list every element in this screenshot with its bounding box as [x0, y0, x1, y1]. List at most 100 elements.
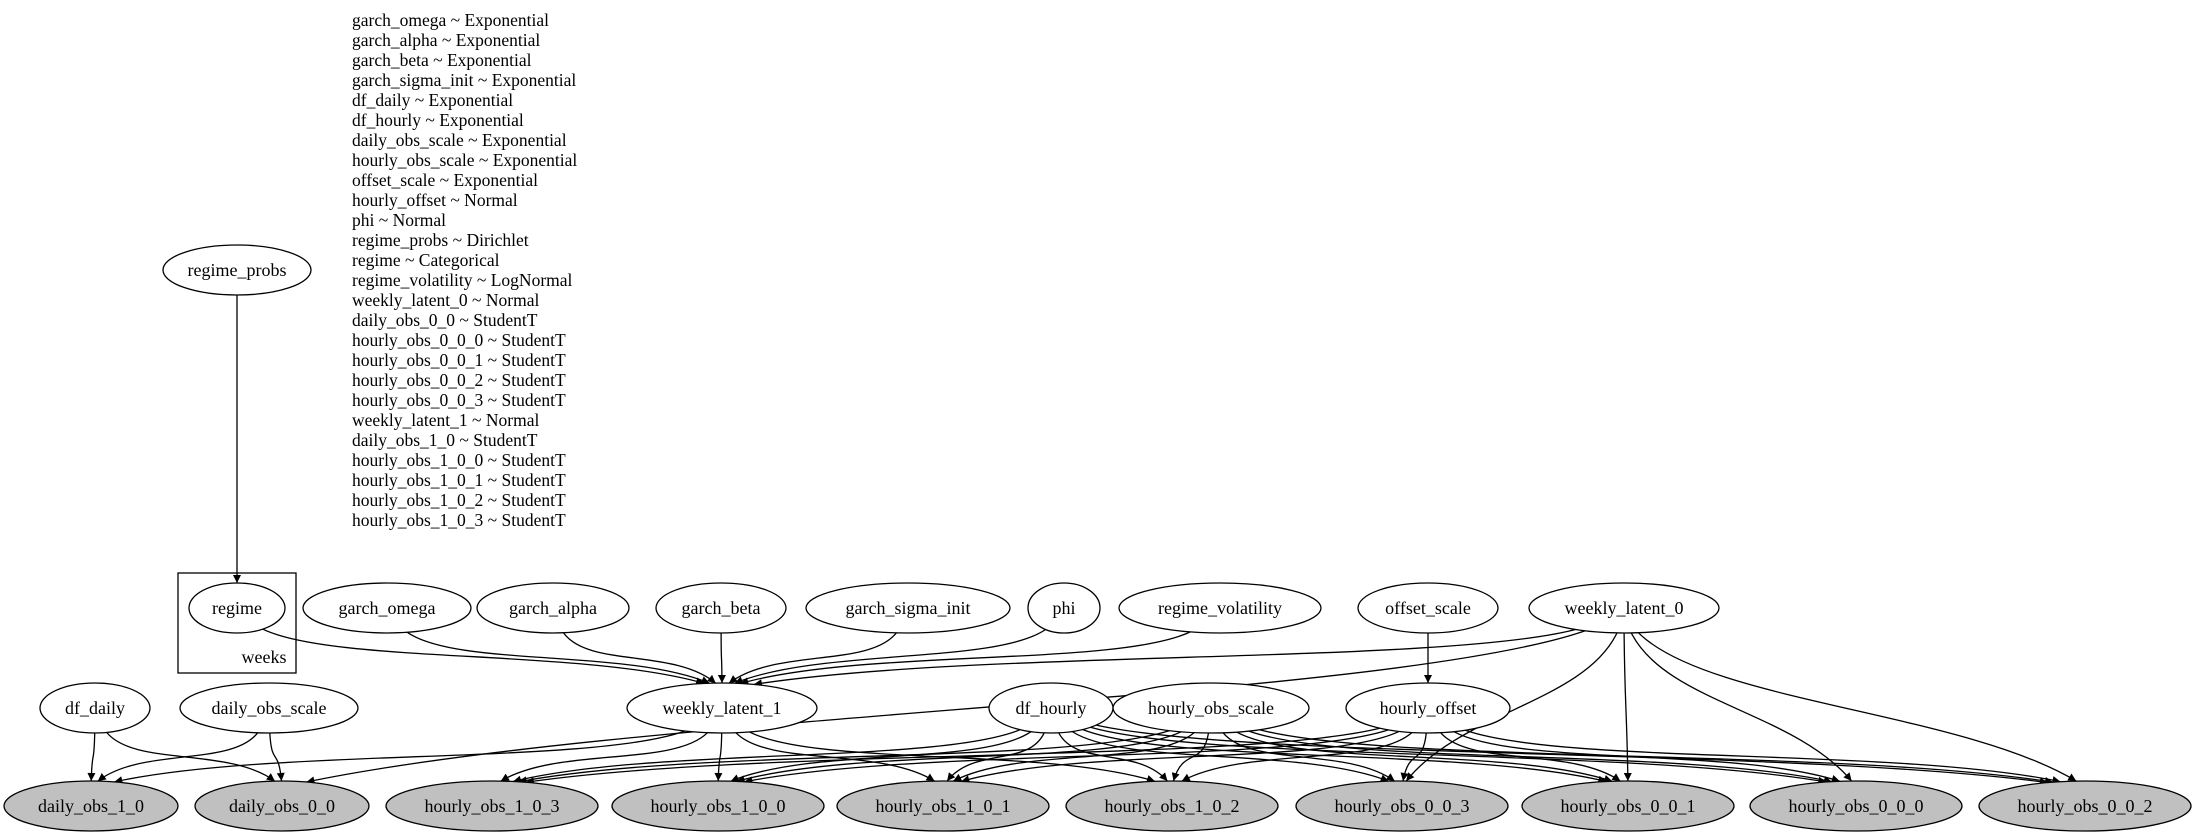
spec-line: garch_beta ~ Exponential	[352, 50, 532, 70]
node-label: df_daily	[65, 698, 125, 718]
edge-regime-to-weekly_latent_1	[262, 628, 705, 686]
latent-node-ellipse	[162, 244, 312, 296]
latent-node-ellipse	[805, 582, 1011, 634]
edge-hourly_obs_scale-to-hourly_obs_1_0_3	[518, 729, 1170, 785]
spec-line: hourly_offset ~ Normal	[352, 190, 518, 210]
edge-hourly_offset-to-hourly_obs_0_0_2	[1465, 729, 2061, 784]
spec-line: daily_obs_1_0 ~ StudentT	[352, 430, 538, 450]
spec-line: hourly_obs_0_0_1 ~ StudentT	[352, 350, 566, 370]
node-garch_sigma_init: garch_sigma_init	[805, 582, 1011, 634]
node-label: hourly_obs_1_0_1	[876, 796, 1011, 816]
edge-weekly_latent_0-to-hourly_obs_0_0_1	[1623, 632, 1632, 782]
observed-node-ellipse	[611, 780, 825, 832]
node-label: regime_probs	[188, 260, 287, 280]
node-label: regime_volatility	[1158, 598, 1282, 618]
observed-node-ellipse	[1065, 780, 1279, 832]
latent-node-ellipse	[188, 582, 286, 634]
node-regime_volatility: regime_volatility	[1118, 582, 1322, 634]
edge-weekly_latent_0-to-weekly_latent_1	[753, 628, 1576, 688]
spec-line: hourly_obs_1_0_2 ~ StudentT	[352, 490, 566, 510]
node-label: hourly_obs_1_0_3	[425, 796, 560, 816]
edge-df_hourly-to-hourly_obs_0_0_3	[1071, 730, 1389, 783]
node-label: hourly_obs_1_0_2	[1105, 796, 1240, 816]
node-hourly_obs_0_0_3: hourly_obs_0_0_3	[1295, 780, 1509, 832]
spec-line: regime_volatility ~ LogNormal	[352, 270, 573, 290]
node-hourly_obs_0_0_1: hourly_obs_0_0_1	[1521, 780, 1735, 832]
node-regime_probs: regime_probs	[162, 244, 312, 296]
node-label: daily_obs_0_0	[229, 796, 335, 816]
node-label: hourly_obs_scale	[1148, 698, 1274, 718]
latent-node-ellipse	[476, 582, 630, 634]
spec-line: hourly_obs_scale ~ Exponential	[352, 150, 577, 170]
spec-line: regime ~ Categorical	[352, 250, 500, 270]
latent-node-ellipse	[626, 682, 818, 734]
latent-node-ellipse	[302, 582, 472, 634]
edge-garch_beta-to-weekly_latent_1	[717, 632, 726, 684]
edge-regime_volatility-to-weekly_latent_1	[740, 631, 1191, 686]
spec-line: garch_sigma_init ~ Exponential	[352, 70, 576, 90]
latent-node-ellipse	[1528, 582, 1720, 634]
node-phi: phi	[1027, 582, 1101, 634]
node-df_hourly: df_hourly	[988, 682, 1114, 734]
node-daily_obs_0_0: daily_obs_0_0	[194, 780, 370, 832]
node-hourly_obs_0_0_0: hourly_obs_0_0_0	[1749, 780, 1963, 832]
spec-line: weekly_latent_0 ~ Normal	[352, 290, 539, 310]
node-label: garch_omega	[339, 598, 436, 618]
spec-line: regime_probs ~ Dirichlet	[352, 230, 529, 250]
edge-df_hourly-to-hourly_obs_1_0_3	[512, 729, 1021, 784]
edge-df_hourly-to-hourly_obs_1_0_0	[730, 731, 1032, 782]
spec-line: df_daily ~ Exponential	[352, 90, 513, 110]
node-label: regime	[212, 598, 262, 618]
node-garch_alpha: garch_alpha	[476, 582, 630, 634]
node-daily_obs_scale: daily_obs_scale	[179, 682, 359, 734]
node-label: garch_beta	[682, 598, 761, 618]
observed-node-ellipse	[836, 780, 1050, 832]
node-hourly_obs_scale: hourly_obs_scale	[1112, 682, 1310, 734]
plate-label: weeks	[242, 647, 287, 667]
edge-hourly_obs_scale-to-hourly_obs_0_0_1	[1236, 731, 1613, 783]
node-hourly_obs_1_0_3: hourly_obs_1_0_3	[385, 780, 599, 832]
edge-weekly_latent_0-to-hourly_obs_0_0_2	[1637, 632, 2077, 782]
node-hourly_obs_0_0_2: hourly_obs_0_0_2	[1978, 780, 2192, 832]
observed-node-ellipse	[194, 780, 370, 832]
latent-node-ellipse	[1027, 582, 1101, 634]
node-regime: regime	[188, 582, 286, 634]
node-label: daily_obs_1_0	[38, 796, 144, 816]
edge-df_daily-to-daily_obs_1_0	[87, 732, 96, 782]
edge-hourly_obs_scale-to-hourly_obs_1_0_1	[952, 732, 1195, 782]
spec-line: hourly_obs_1_0_1 ~ StudentT	[352, 470, 566, 490]
node-garch_beta: garch_beta	[655, 582, 787, 634]
edge-garch_alpha-to-weekly_latent_1	[562, 632, 717, 684]
edge-garch_sigma_init-to-weekly_latent_1	[728, 632, 897, 684]
edge-df_hourly-to-hourly_obs_1_0_2	[1058, 732, 1168, 782]
node-label: weekly_latent_1	[663, 698, 782, 718]
latent-node-ellipse	[39, 682, 151, 734]
node-label: df_hourly	[1016, 698, 1087, 718]
observed-node-ellipse	[1521, 780, 1735, 832]
node-hourly_obs_1_0_1: hourly_obs_1_0_1	[836, 780, 1050, 832]
node-label: hourly_obs_0_0_1	[1561, 796, 1696, 816]
latent-node-ellipse	[1345, 682, 1511, 734]
spec-line: weekly_latent_1 ~ Normal	[352, 410, 539, 430]
node-label: hourly_obs_0_0_0	[1789, 796, 1924, 816]
edge-weekly_latent_0-to-hourly_obs_0_0_0	[1630, 632, 1853, 782]
edge-daily_obs_scale-to-daily_obs_0_0	[269, 732, 285, 782]
node-weekly_latent_1: weekly_latent_1	[626, 682, 818, 734]
spec-line: hourly_obs_1_0_3 ~ StudentT	[352, 510, 566, 530]
edge-hourly_offset-to-hourly_obs_0_0_3	[1400, 732, 1427, 782]
edge-weekly_latent_1-to-hourly_obs_1_0_0	[714, 732, 723, 782]
spec-line: hourly_obs_0_0_2 ~ StudentT	[352, 370, 566, 390]
node-label: hourly_obs_0_0_3	[1335, 796, 1470, 816]
observed-node-ellipse	[1749, 780, 1963, 832]
latent-node-ellipse	[1118, 582, 1322, 634]
node-label: phi	[1052, 598, 1075, 618]
node-offset_scale: offset_scale	[1357, 582, 1499, 634]
node-garch_omega: garch_omega	[302, 582, 472, 634]
node-label: weekly_latent_0	[1565, 598, 1684, 618]
node-label: hourly_obs_1_0_0	[651, 796, 786, 816]
observed-node-ellipse	[3, 780, 179, 832]
spec-line: hourly_obs_0_0_3 ~ StudentT	[352, 390, 566, 410]
